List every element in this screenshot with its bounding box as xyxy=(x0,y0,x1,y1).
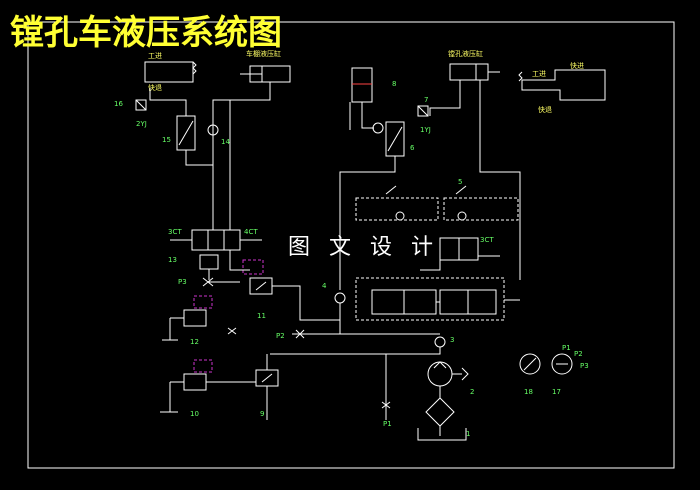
check-valve-8 xyxy=(372,122,384,134)
pilot-box-11 xyxy=(242,259,264,275)
gauge-18-needle xyxy=(523,357,537,371)
valve-12-drain xyxy=(162,317,184,341)
valve-5a-arrow xyxy=(385,185,397,195)
label-p1-bottom: P1 xyxy=(383,420,392,428)
gauge-18 xyxy=(519,353,541,375)
label-kuaitui-left: 快退 xyxy=(148,83,162,92)
valve-11-arrow xyxy=(255,281,267,291)
label-p3-right: P3 xyxy=(580,362,589,370)
valve-box-5a xyxy=(355,197,439,221)
gauge-17 xyxy=(551,353,573,375)
tank-1 xyxy=(417,428,467,441)
label-4: 4 xyxy=(322,282,327,290)
label-3: 3 xyxy=(450,336,454,344)
right-hydraulic-cylinder xyxy=(449,63,489,81)
drawing-frame xyxy=(27,21,675,469)
pipe-11-4 xyxy=(272,285,340,321)
throttle-valve-15-arrow xyxy=(178,120,194,146)
label-gongjin-left: 工进 xyxy=(148,52,162,60)
label-4ct: 4CT xyxy=(244,228,258,236)
throttle-p1 xyxy=(381,401,391,409)
label-gongjin-right: 工进 xyxy=(532,70,546,78)
pressure-switch-1yj-slash xyxy=(417,105,429,117)
pressure-switch-2yj-slash xyxy=(135,99,147,111)
valve-9-arrow xyxy=(261,373,273,383)
cylinder-8 xyxy=(351,67,373,103)
label-18: 18 xyxy=(524,388,533,396)
label-3ct-right: 3CT xyxy=(480,236,494,244)
pilot-box-12 xyxy=(193,295,213,309)
label-6: 6 xyxy=(410,144,415,152)
left-work-block xyxy=(144,61,194,83)
pipe-5-3ct xyxy=(420,260,441,271)
left-spring-symbol xyxy=(192,61,197,75)
label-3ct-left: 3CT xyxy=(168,228,182,236)
pipe-3-return xyxy=(270,347,441,355)
label-cylinder-right: 镗孔液压缸 xyxy=(448,49,483,58)
label-1: 1 xyxy=(466,430,470,438)
pipe-13-11 xyxy=(229,250,250,271)
right-work-block xyxy=(521,69,606,101)
label-17: 17 xyxy=(552,388,561,396)
label-7: 7 xyxy=(424,96,428,104)
label-11: 11 xyxy=(257,312,266,320)
watermark-text: 图 文 设 计 xyxy=(288,235,439,260)
pipe-left-upper xyxy=(149,88,187,116)
label-p1-right: P1 xyxy=(562,344,571,352)
pipe-left-lower xyxy=(185,150,213,166)
label-2yj: 2YJ xyxy=(136,120,147,128)
valve-13-lower xyxy=(199,254,219,270)
label-kuaijin-right: 快进 xyxy=(570,61,584,70)
pump-2-arrow xyxy=(433,361,447,369)
label-cylinder-left: 车棚液压缸 xyxy=(246,49,281,58)
throttle-12 xyxy=(227,327,237,335)
check-valve-4 xyxy=(334,292,346,304)
label-1yj: 1YJ xyxy=(420,126,431,134)
pipe-right-vertical xyxy=(479,80,521,280)
label-16: 16 xyxy=(114,100,123,108)
label-2: 2 xyxy=(470,388,474,396)
valve-5b-arrow xyxy=(455,185,467,195)
label-9: 9 xyxy=(260,410,264,418)
filter-1 xyxy=(425,397,455,427)
throttle-valve-6-arrow xyxy=(387,126,403,152)
pipe-8-down xyxy=(361,102,374,129)
right-spring-symbol xyxy=(518,71,523,82)
pipe-center-vertical xyxy=(339,156,396,290)
valve-10-drain xyxy=(160,381,184,413)
label-8: 8 xyxy=(392,80,396,88)
diagram-title: 镗孔车液压系统图 xyxy=(10,13,282,53)
label-13: 13 xyxy=(168,256,177,264)
label-14: 14 xyxy=(221,138,230,146)
pilot-box-10 xyxy=(193,359,213,373)
directional-valve-13 xyxy=(191,229,241,251)
label-12: 12 xyxy=(190,338,199,346)
throttle-p2 xyxy=(295,329,305,339)
pressure-switch-1yj xyxy=(417,105,429,117)
valve-5a-check xyxy=(395,211,405,221)
label-5: 5 xyxy=(458,178,462,186)
label-p2-right: P2 xyxy=(574,350,583,358)
valve-5b-check xyxy=(457,211,467,221)
valve-box-5b xyxy=(443,197,519,221)
pipe-right-upper xyxy=(429,80,461,116)
pipe-left-main xyxy=(212,82,271,200)
label-15: 15 xyxy=(162,136,171,144)
label-10: 10 xyxy=(190,410,199,418)
pump-2 xyxy=(427,361,453,387)
label-kuaitui-right: 快退 xyxy=(538,105,552,114)
pump-2-motor xyxy=(452,367,469,381)
check-valve-3 xyxy=(434,336,446,348)
label-p3-left: P3 xyxy=(178,278,187,286)
label-p2: P2 xyxy=(276,332,285,340)
valve-10 xyxy=(183,373,207,391)
valve-12 xyxy=(183,309,207,327)
pressure-switch-2yj xyxy=(135,99,147,111)
